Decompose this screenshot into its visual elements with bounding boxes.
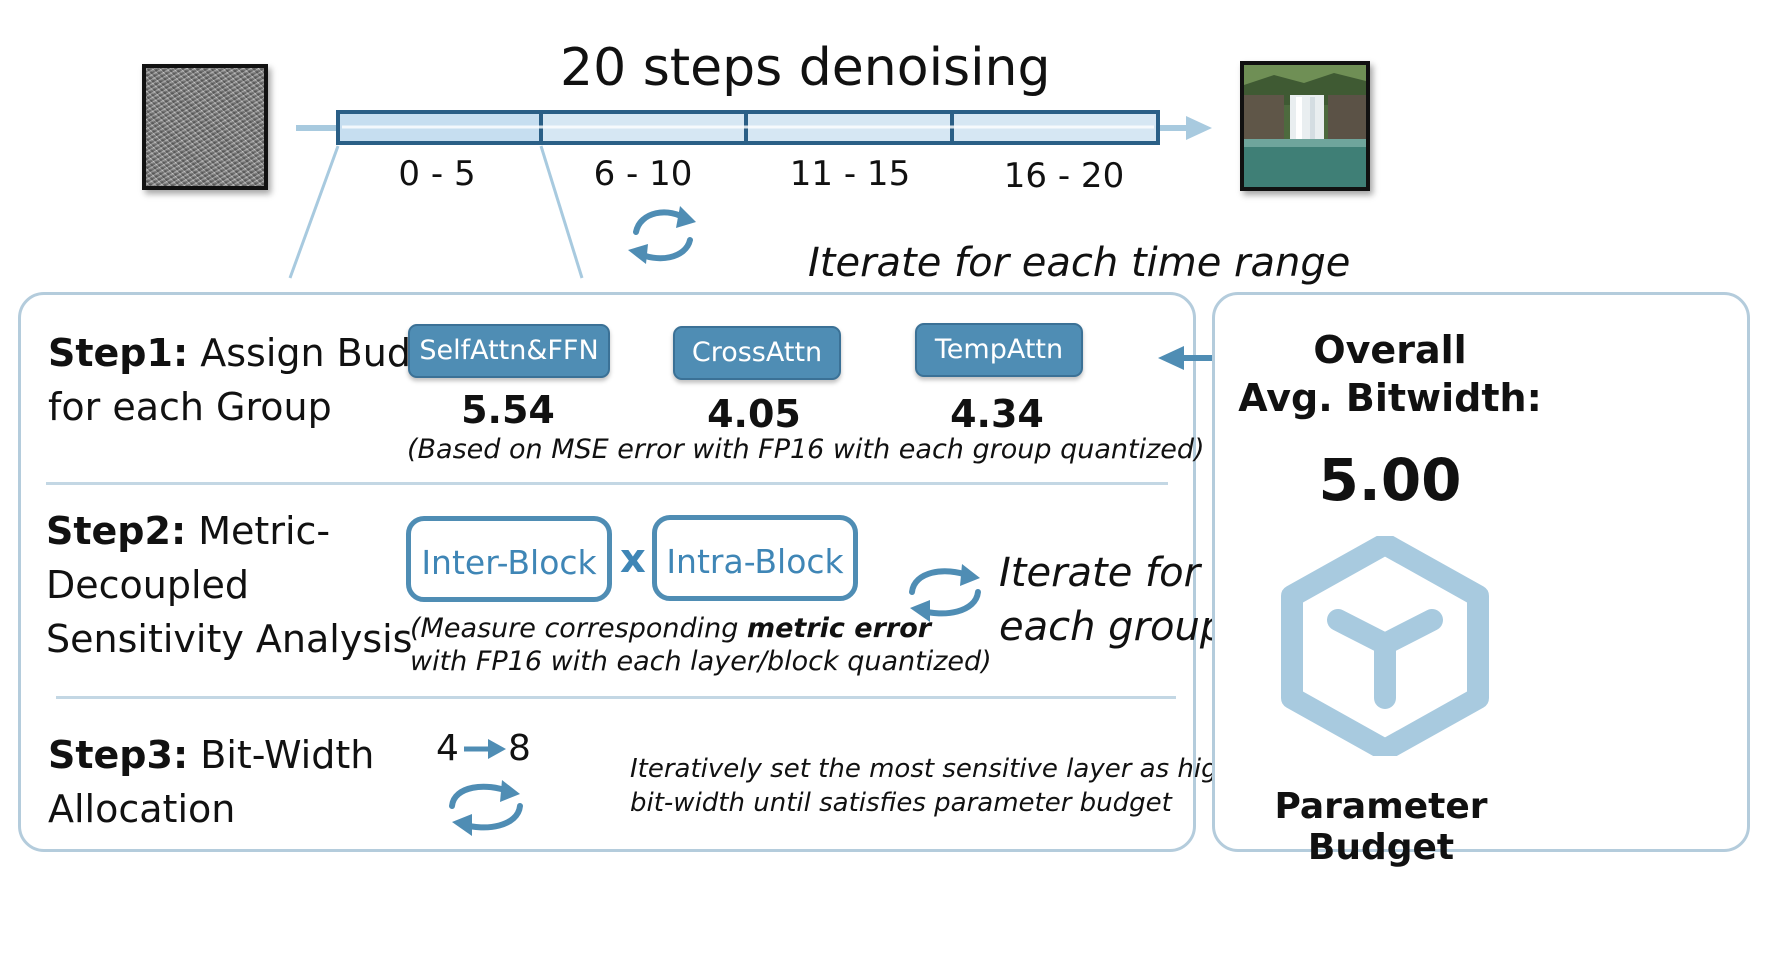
- range-label-16-20: 16 - 20: [1003, 156, 1125, 196]
- bit-from: 4: [436, 728, 459, 769]
- iterate-time-label: Iterate for each time range: [808, 240, 1351, 286]
- step2-iterate-line1: Iterate for: [999, 550, 1201, 596]
- times-symbol: x: [620, 536, 646, 582]
- group-crossattn-budget: 4.05: [707, 392, 801, 436]
- step2-text-line1: Metric-: [198, 509, 331, 553]
- budget-panel: [1212, 292, 1750, 852]
- group-selfattn-ffn-budget: 5.54: [461, 388, 555, 432]
- step2-text-line3: Sensitivity Analysis: [46, 617, 413, 661]
- group-tempattn-budget: 4.34: [950, 392, 1044, 436]
- zoom-line-left: [288, 145, 340, 279]
- bit-to: 8: [508, 728, 531, 769]
- step3-desc-line2: bit-width until satisfies parameter budg…: [630, 788, 1172, 818]
- step2-note: (Measure corresponding metric error with…: [410, 612, 992, 678]
- divider-step2-step3: [56, 696, 1176, 699]
- page-title: 20 steps denoising: [560, 38, 1051, 98]
- timeline: [288, 110, 1212, 279]
- right-arrow-icon: [1186, 116, 1212, 140]
- parameter-budget-caption: Parameter Budget: [1274, 786, 1488, 868]
- step2-note-line2: with FP16 with each layer/block quantize…: [410, 646, 992, 677]
- intra-block-box: Intra-Block: [652, 515, 858, 601]
- budget-line2: Avg. Bitwidth:: [1238, 376, 1542, 420]
- budget-value: 5.00: [1318, 446, 1462, 514]
- right-arrow-icon: [464, 739, 506, 759]
- step2-iterate-line2: each group: [999, 604, 1226, 650]
- group-crossattn: CrossAttn: [673, 326, 841, 380]
- budget-line1: Overall: [1313, 328, 1467, 372]
- step1-note: (Based on MSE error with FP16 with each …: [407, 434, 1205, 465]
- divider-step1-step2: [46, 482, 1168, 485]
- step1-label: Step1:: [48, 331, 189, 375]
- range-label-6-10: 6 - 10: [593, 154, 693, 194]
- range-label-11-15: 11 - 15: [789, 154, 911, 194]
- step2-label: Step2:: [46, 509, 187, 553]
- parameter-cube-icon: [1281, 536, 1489, 756]
- step2-title: Step2: Metric- Decoupled Sensitivity Ana…: [46, 504, 412, 666]
- step2-note-part1: (Measure corresponding: [410, 613, 747, 644]
- step1-text-line2: for each Group: [48, 385, 332, 429]
- inter-block-box: Inter-Block: [406, 516, 612, 602]
- range-label-0-5: 0 - 5: [398, 154, 476, 194]
- step3-desc-line1: Iteratively set the most sensitive layer…: [630, 754, 1261, 784]
- group-selfattn-ffn: SelfAttn&FFN: [408, 324, 610, 378]
- step3-description: Iteratively set the most sensitive layer…: [630, 752, 1261, 820]
- step3-label: Step3:: [48, 733, 189, 777]
- step2-iterate-label: Iterate for each group: [999, 546, 1225, 654]
- cycle-arrows-icon: [628, 206, 696, 264]
- step2-text-line2: Decoupled: [46, 563, 250, 607]
- step2-note-bold: metric error: [746, 613, 932, 644]
- waterfall-image: [1240, 61, 1370, 191]
- step3-text-line2: Allocation: [48, 787, 236, 831]
- cycle-arrows-icon: [909, 564, 981, 622]
- step3-title: Step3: Bit-Width Allocation: [48, 728, 374, 836]
- step3-text-line1: Bit-Width: [200, 733, 375, 777]
- zoom-line-right: [539, 145, 584, 279]
- noise-image: [142, 64, 268, 190]
- group-tempattn: TempAttn: [915, 323, 1083, 377]
- cycle-arrows-icon: [449, 780, 523, 836]
